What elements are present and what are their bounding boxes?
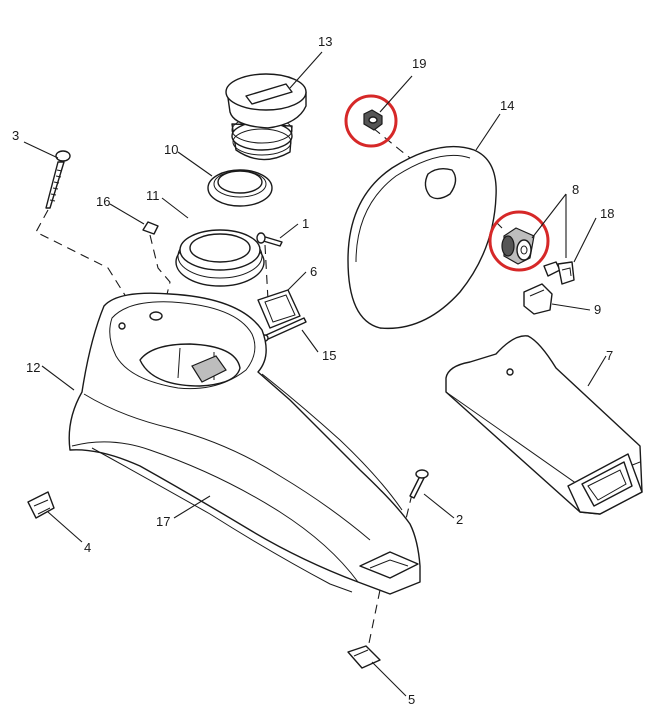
callout-1: 1 — [302, 216, 309, 231]
callout-labels: 13 19 14 3 10 11 16 1 6 15 8 18 9 7 12 1… — [12, 34, 614, 707]
callout-7: 7 — [606, 348, 613, 363]
callout-18: 18 — [600, 206, 614, 221]
callout-6: 6 — [310, 264, 317, 279]
leader-lines — [23, 51, 607, 697]
assembly-line-nut-19 — [372, 127, 429, 173]
highlight-circle-lock-8 — [488, 210, 550, 272]
callout-14: 14 — [500, 98, 514, 113]
assembly-line-clip-5 — [367, 589, 381, 649]
callout-13: 13 — [318, 34, 332, 49]
callout-10: 10 — [164, 142, 178, 157]
callout-2: 2 — [456, 512, 463, 527]
callout-19: 19 — [412, 56, 426, 71]
filler-ring-11 — [175, 229, 265, 287]
highlight-circle-nut-19 — [344, 94, 398, 148]
rubber-mat-7 — [445, 335, 643, 515]
key-18 — [543, 261, 575, 285]
o-ring-10 — [207, 169, 273, 207]
highlight-markers — [344, 94, 550, 272]
filler-cap-13 — [225, 73, 307, 161]
callout-3: 3 — [12, 128, 19, 143]
tank-housing — [68, 292, 421, 595]
callout-5: 5 — [408, 692, 415, 707]
clip-4 — [27, 491, 55, 519]
screw-2 — [409, 469, 429, 499]
callout-11: 11 — [146, 188, 160, 203]
callout-9: 9 — [594, 302, 601, 317]
callout-4: 4 — [84, 540, 91, 555]
callout-16: 16 — [96, 194, 110, 209]
assembly-line-pin-16 — [149, 234, 171, 316]
nut-19 — [363, 109, 383, 131]
callout-8: 8 — [572, 182, 579, 197]
cover-plate-14 — [347, 145, 497, 330]
callout-17: 17 — [156, 514, 170, 529]
screw-1 — [256, 232, 283, 247]
screw-3 — [45, 150, 71, 209]
bracket-plate-6 — [257, 289, 301, 329]
pin-16 — [142, 221, 159, 235]
assembly-line-screw-3 — [35, 209, 129, 301]
callout-15: 15 — [322, 348, 336, 363]
callout-12: 12 — [26, 360, 40, 375]
lock-cylinder-8 — [501, 227, 535, 265]
key-cap-9 — [523, 283, 553, 315]
